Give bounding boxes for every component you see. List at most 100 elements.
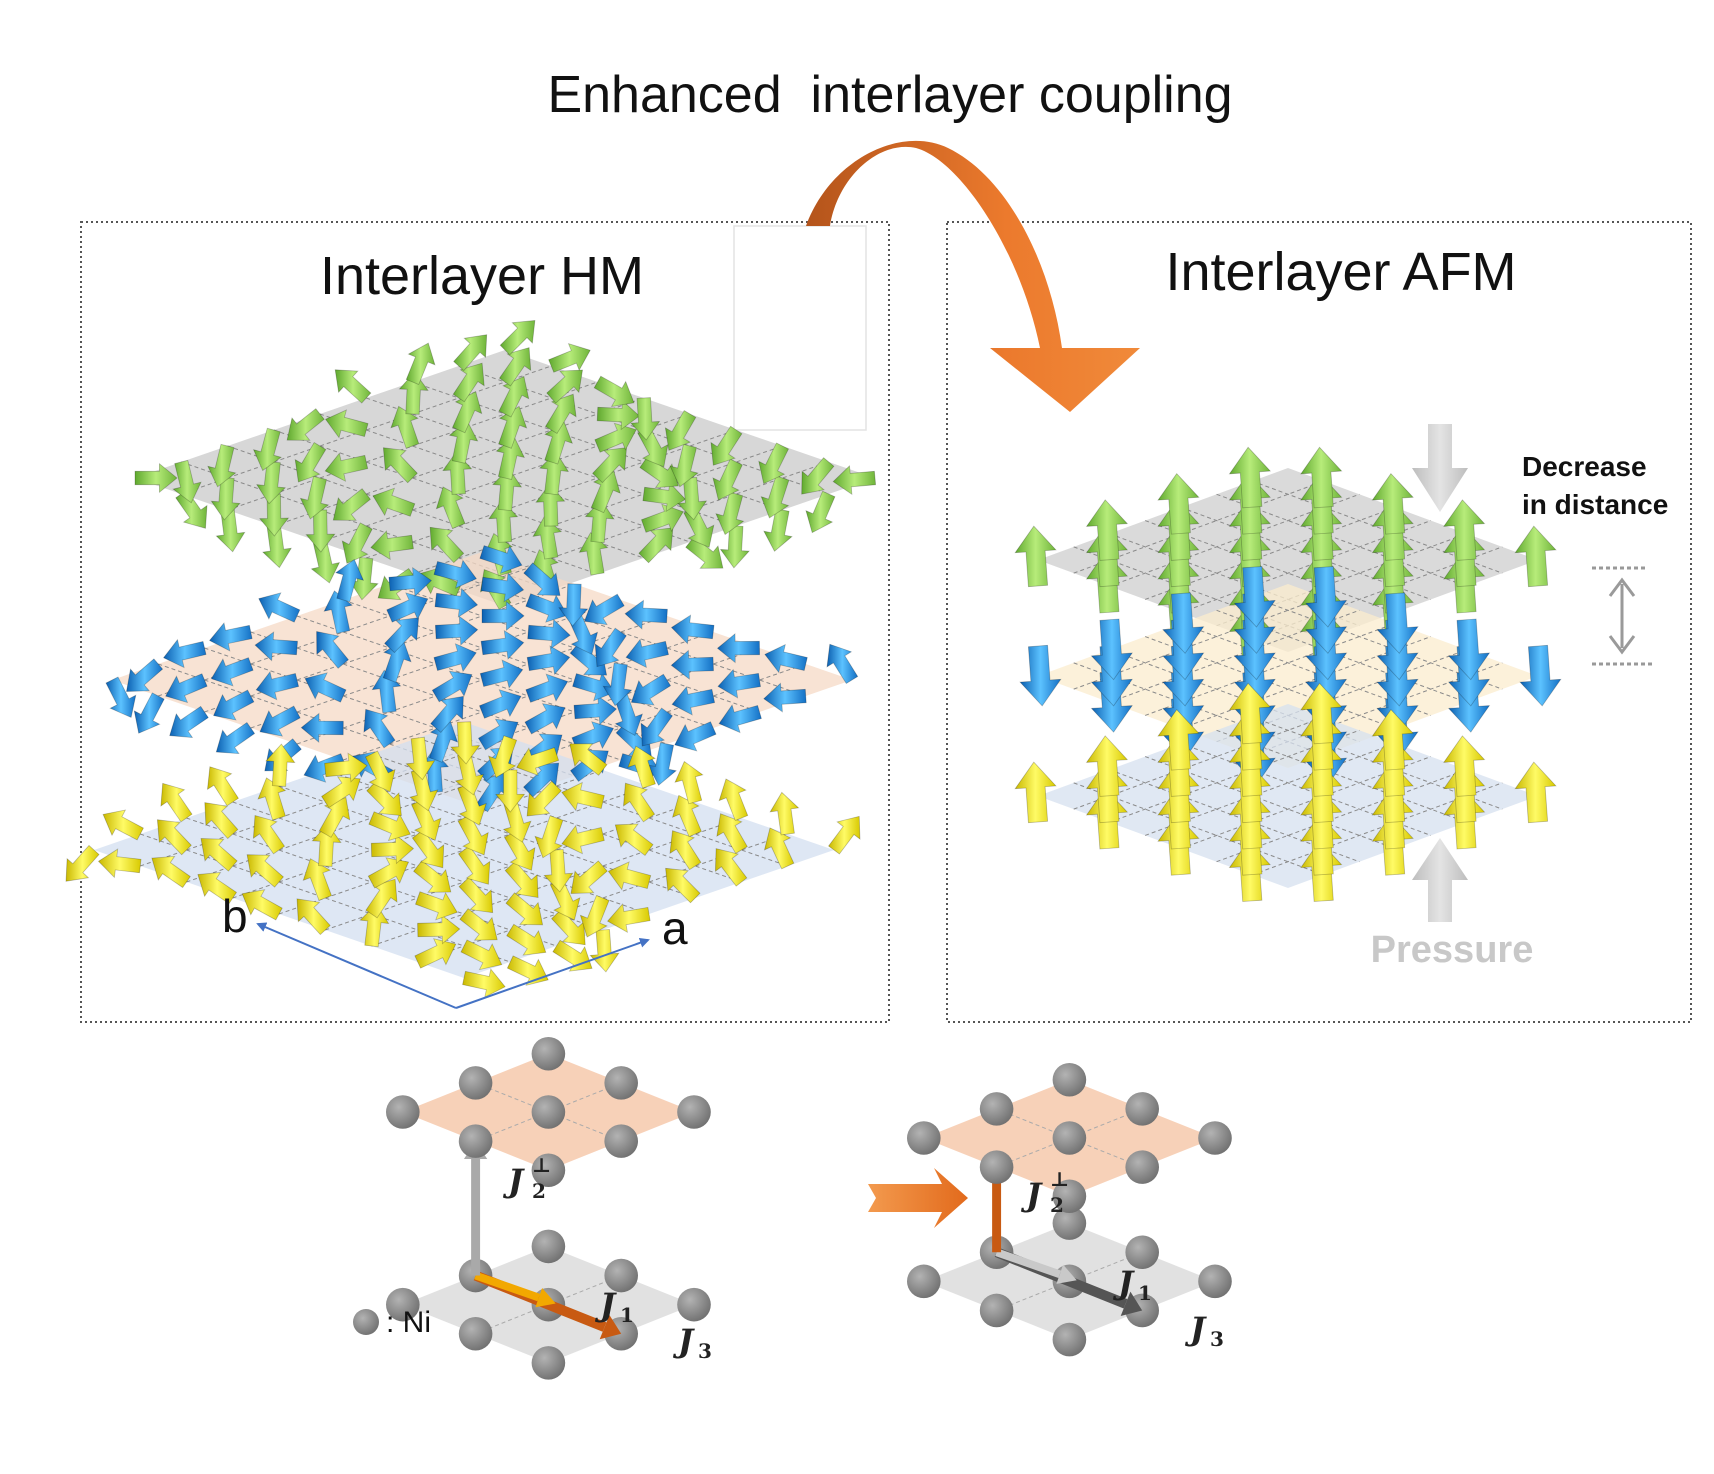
ni-atom <box>907 1121 941 1155</box>
spin-arrow-bottom <box>665 867 701 904</box>
ni-atom <box>531 1346 566 1380</box>
distance-arrowhead-down <box>1608 635 1636 655</box>
spin-arrow-bottom <box>97 848 142 879</box>
right-plane-middle-grid-line <box>1252 596 1503 690</box>
spin-arrow-bottom <box>102 809 144 841</box>
left-plane-middle-grid-line <box>296 615 668 745</box>
spin-arrow-middle <box>169 705 209 738</box>
ni-atom <box>1052 1206 1087 1240</box>
spin-arrow-top <box>294 441 327 483</box>
ni-atom <box>604 1258 638 1293</box>
spin-arrow-bottom <box>569 743 608 776</box>
ni-atom <box>531 1095 566 1129</box>
spin-arrow-middle <box>303 753 347 783</box>
pressure-label: Pressure <box>1371 929 1534 971</box>
ni-atom <box>677 1287 711 1322</box>
spin-arrow-bottom <box>589 929 620 973</box>
spin-arrow-top <box>664 410 697 451</box>
spin-arrow-bottom <box>606 903 651 933</box>
spin-arrow-middle <box>162 638 207 669</box>
spin-arrow-middle <box>316 631 349 669</box>
exchange-labels-before: J ⊥ 2 J 1 J 3 <box>502 1153 712 1363</box>
spin-arrow-bottom <box>1085 735 1129 797</box>
figure-title: Enhanced interlayer coupling <box>547 66 1232 124</box>
spin-arrow-middle <box>764 643 808 674</box>
right-plane-top-fill <box>1038 468 1538 652</box>
spin-arrow-bottom <box>368 811 411 842</box>
ni-atom <box>1052 1322 1087 1357</box>
j3-label-before: J <box>672 1322 695 1360</box>
spin-arrow-bottom <box>674 760 704 805</box>
spin-arrow-bottom <box>1514 761 1557 824</box>
transition-block-arrow <box>868 1168 968 1228</box>
exchange-diagram-after <box>907 1062 1232 1357</box>
left-plane-bottom-grid-line <box>325 801 696 931</box>
spin-arrow-bottom <box>714 848 748 887</box>
spin-arrow-bottom <box>160 782 193 823</box>
spin-arrow-top <box>348 556 379 601</box>
spin-arrow-top <box>452 362 485 403</box>
spin-arrow-bottom <box>411 798 442 841</box>
spin-arrow-top <box>324 409 369 439</box>
right-plane-middle-grid-line <box>1109 609 1360 703</box>
spin-arrow-top <box>1371 472 1414 535</box>
spin-arrow-middle <box>826 643 859 685</box>
spin-arrow-bottom <box>411 829 445 869</box>
spin-arrow-top <box>630 397 661 441</box>
spin-arrow-bottom <box>1442 735 1486 797</box>
ni-atom <box>1125 1150 1159 1184</box>
spin-arrow-bottom <box>487 735 518 779</box>
spin-arrow-bottom <box>561 781 605 812</box>
spin-arrow-middle <box>433 559 478 589</box>
left-plane-bottom-grid-line <box>186 817 557 947</box>
spin-arrow-bottom <box>459 908 498 941</box>
spin-arrow-top <box>584 499 615 544</box>
spin-arrow-bottom <box>457 845 491 885</box>
spin-arrow-bottom <box>318 796 351 838</box>
j1-label-before: J <box>594 1286 617 1324</box>
curved-transition-arrow <box>806 140 1140 412</box>
spin-arrow-top <box>498 347 532 387</box>
spin-arrow-middle <box>433 643 477 673</box>
right-plane-bottom-grid-line <box>1109 769 1360 863</box>
ni-atom <box>979 1092 1014 1126</box>
spin-arrow-top <box>640 503 684 533</box>
spin-arrow-bottom <box>495 769 526 813</box>
spin-arrow-top <box>492 467 523 512</box>
spin-arrow-top <box>1514 525 1557 588</box>
spin-arrow-bottom <box>296 898 331 936</box>
j1-arrow-head <box>1056 1264 1077 1284</box>
spin-arrow-middle <box>434 587 479 618</box>
ni-legend: : Ni <box>353 1306 431 1339</box>
spin-arrow-middle <box>630 673 672 706</box>
spin-arrow-middle <box>558 583 589 627</box>
left-plane-middle-grid-line <box>343 631 714 761</box>
spin-arrow-top <box>370 530 414 561</box>
ni-atom <box>531 1036 566 1071</box>
left-plane-top-grid-line <box>366 397 737 527</box>
inset-placeholder-box <box>733 225 867 431</box>
spin-arrow-bottom <box>265 743 296 787</box>
j2-sub-after: 2 <box>1050 1193 1064 1217</box>
spin-arrow-middle <box>1376 592 1419 654</box>
spin-arrow-bottom <box>607 861 652 891</box>
j3-arrow-head <box>1120 1291 1143 1316</box>
spin-arrow-bottom <box>413 860 452 893</box>
spin-arrow-bottom <box>458 876 494 914</box>
left-plane-bottom-grid-line <box>278 785 650 915</box>
spin-arrow-top <box>760 475 790 519</box>
spin-arrow-bottom <box>197 872 238 905</box>
spin-arrow-top <box>642 482 687 513</box>
spin-arrow-top <box>498 405 528 449</box>
spin-arrow-middle <box>334 558 365 603</box>
ni-atom <box>458 1124 493 1158</box>
spin-arrow-bottom <box>627 745 656 789</box>
left-plane-bottom-grid-line <box>186 753 557 883</box>
spin-arrow-bottom <box>506 955 549 986</box>
spin-arrow-middle <box>674 721 717 752</box>
spin-arrow-middle <box>300 712 344 743</box>
j1-label-after: J <box>1112 1264 1135 1302</box>
spin-arrow-middle <box>382 639 412 683</box>
spin-arrow-top <box>372 487 416 517</box>
j1-arrow <box>995 1248 1062 1278</box>
